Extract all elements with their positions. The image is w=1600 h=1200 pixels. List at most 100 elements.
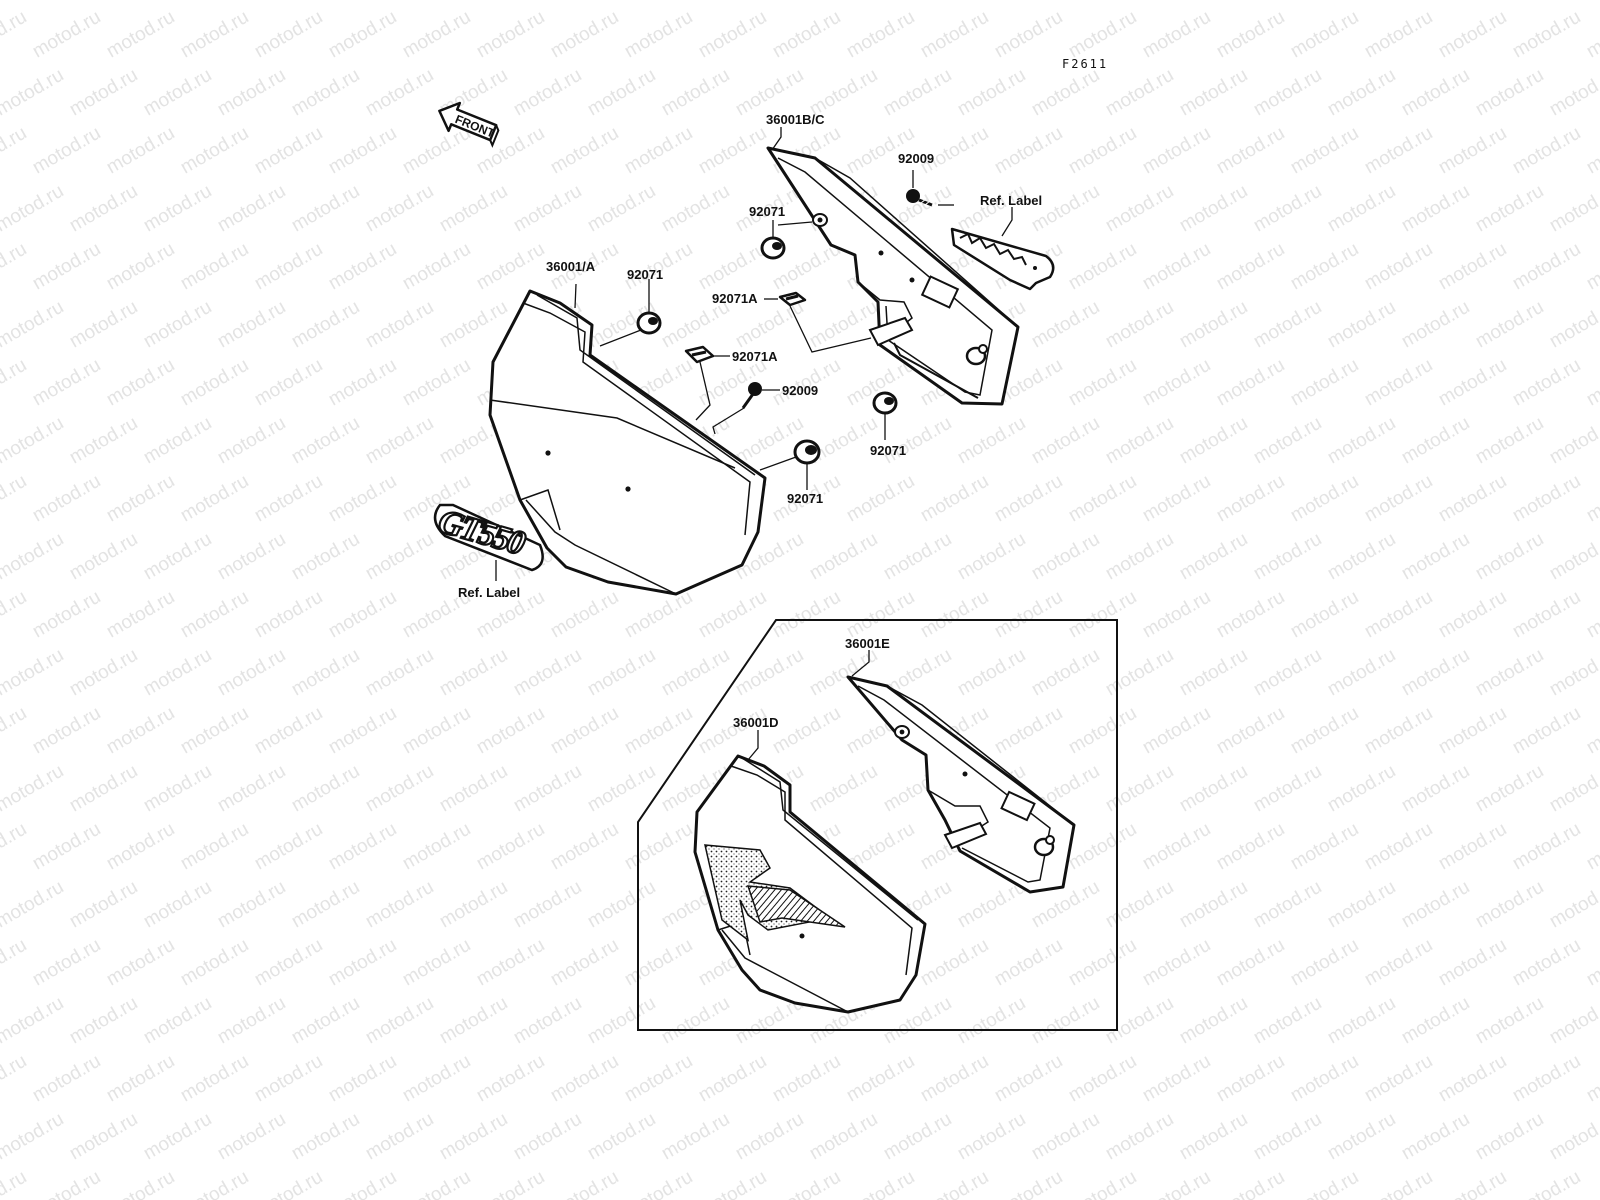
watermark-text: motod.ru [1213,935,1288,991]
watermark-text: motod.ru [1509,239,1584,295]
watermark-text: motod.ru [288,181,363,237]
watermark-text: motod.ru [1472,0,1547,4]
watermark-text: motod.ru [436,1109,511,1165]
watermark-text: motod.ru [510,645,585,701]
watermark-text: motod.ru [0,819,30,875]
watermark-text: motod.ru [1250,0,1325,4]
watermark-text: motod.ru [1472,65,1547,121]
watermark-text: motod.ru [1213,819,1288,875]
watermark-text: motod.ru [880,413,955,469]
watermark-text: motod.ru [436,645,511,701]
watermark-text: motod.ru [251,123,326,179]
watermark-text: motod.ru [66,0,141,4]
watermark-text: motod.ru [510,181,585,237]
watermark-text: motod.ru [991,703,1066,759]
watermark-text: motod.ru [547,819,622,875]
watermark-text: motod.ru [325,471,400,527]
watermark-text: motod.ru [29,239,104,295]
side-cover-inner-36001E [846,675,1076,894]
watermark-text: motod.ru [103,587,178,643]
watermark-text: motod.ru [695,1167,770,1200]
watermark-text: motod.ru [288,1109,363,1165]
watermark-text: motod.ru [288,877,363,933]
watermark-text: motod.ru [1287,123,1362,179]
watermark-text: motod.ru [621,1051,696,1107]
label-92009-top: 92009 [898,151,934,166]
watermark-text: motod.ru [399,239,474,295]
watermark-text: motod.ru [325,1167,400,1200]
watermark-text: motod.ru [1546,0,1600,4]
label-92071-d: 92071 [787,491,823,506]
watermark-text: motod.ru [214,413,289,469]
watermark-text: motod.ru [991,123,1066,179]
watermark-text: motod.ru [1398,993,1473,1049]
watermark-text: motod.ru [177,7,252,63]
watermark-text: motod.ru [1361,123,1436,179]
watermark-text: motod.ru [1583,239,1600,295]
ref-label-sticker-top [950,227,1055,291]
watermark-text: motod.ru [1435,935,1510,991]
watermark-text: motod.ru [954,645,1029,701]
watermark-text: motod.ru [288,0,363,4]
watermark-text: motod.ru [1102,993,1177,1049]
watermark-text: motod.ru [1509,1167,1584,1200]
watermark-text: motod.ru [1435,703,1510,759]
watermark-text: motod.ru [1583,355,1600,411]
watermark-text: motod.ru [621,1167,696,1200]
label-ref-label-top: Ref. Label [980,193,1042,208]
watermark-text: motod.ru [658,65,733,121]
watermark-text: motod.ru [177,471,252,527]
watermark-text: motod.ru [0,413,67,469]
label-92009-mid: 92009 [782,383,818,398]
watermark-text: motod.ru [1213,7,1288,63]
watermark-text: motod.ru [1139,471,1214,527]
watermark-text: motod.ru [584,0,659,4]
watermark-text: motod.ru [362,297,437,353]
watermark-text: motod.ru [1102,529,1177,585]
watermark-text: motod.ru [1435,7,1510,63]
watermark-text: motod.ru [1583,1167,1600,1200]
watermark-text: motod.ru [325,355,400,411]
watermark-text: motod.ru [177,703,252,759]
watermark-text: motod.ru [1065,355,1140,411]
watermark-text: motod.ru [177,819,252,875]
watermark-text: motod.ru [658,1109,733,1165]
watermark-text: motod.ru [140,993,215,1049]
watermark-text: motod.ru [1509,1051,1584,1107]
watermark-text: motod.ru [66,413,141,469]
label-92071-c: 92071 [870,443,906,458]
watermark-text: motod.ru [140,1109,215,1165]
watermark-text: motod.ru [1102,297,1177,353]
watermark-text: motod.ru [954,413,1029,469]
watermark-text: motod.ru [66,1109,141,1165]
watermark-text: motod.ru [1213,703,1288,759]
watermark-text: motod.ru [66,65,141,121]
watermark-text: motod.ru [399,123,474,179]
watermark-text: motod.ru [1546,1109,1600,1165]
watermark-text: motod.ru [1028,529,1103,585]
watermark-text: motod.ru [66,297,141,353]
watermark-text: motod.ru [251,1167,326,1200]
watermark-text: motod.ru [1065,819,1140,875]
watermark-text: motod.ru [1398,181,1473,237]
watermark-text: motod.ru [1472,761,1547,817]
watermark-text: motod.ru [547,587,622,643]
watermark-text: motod.ru [1546,529,1600,585]
watermark-text: motod.ru [251,7,326,63]
watermark-text: motod.ru [1435,471,1510,527]
watermark-text: motod.ru [1139,123,1214,179]
watermark-text: motod.ru [1213,1167,1288,1200]
watermark-text: motod.ru [1361,587,1436,643]
watermark-text: motod.ru [473,7,548,63]
watermark-text: motod.ru [917,935,992,991]
watermark-text: motod.ru [1139,587,1214,643]
watermark-text: motod.ru [1028,1109,1103,1165]
watermark-text: motod.ru [1176,181,1251,237]
watermark-text: motod.ru [473,1167,548,1200]
watermark-text: motod.ru [0,703,30,759]
watermark-text: motod.ru [1509,355,1584,411]
watermark-text: motod.ru [1324,65,1399,121]
watermark-text: motod.ru [584,993,659,1049]
